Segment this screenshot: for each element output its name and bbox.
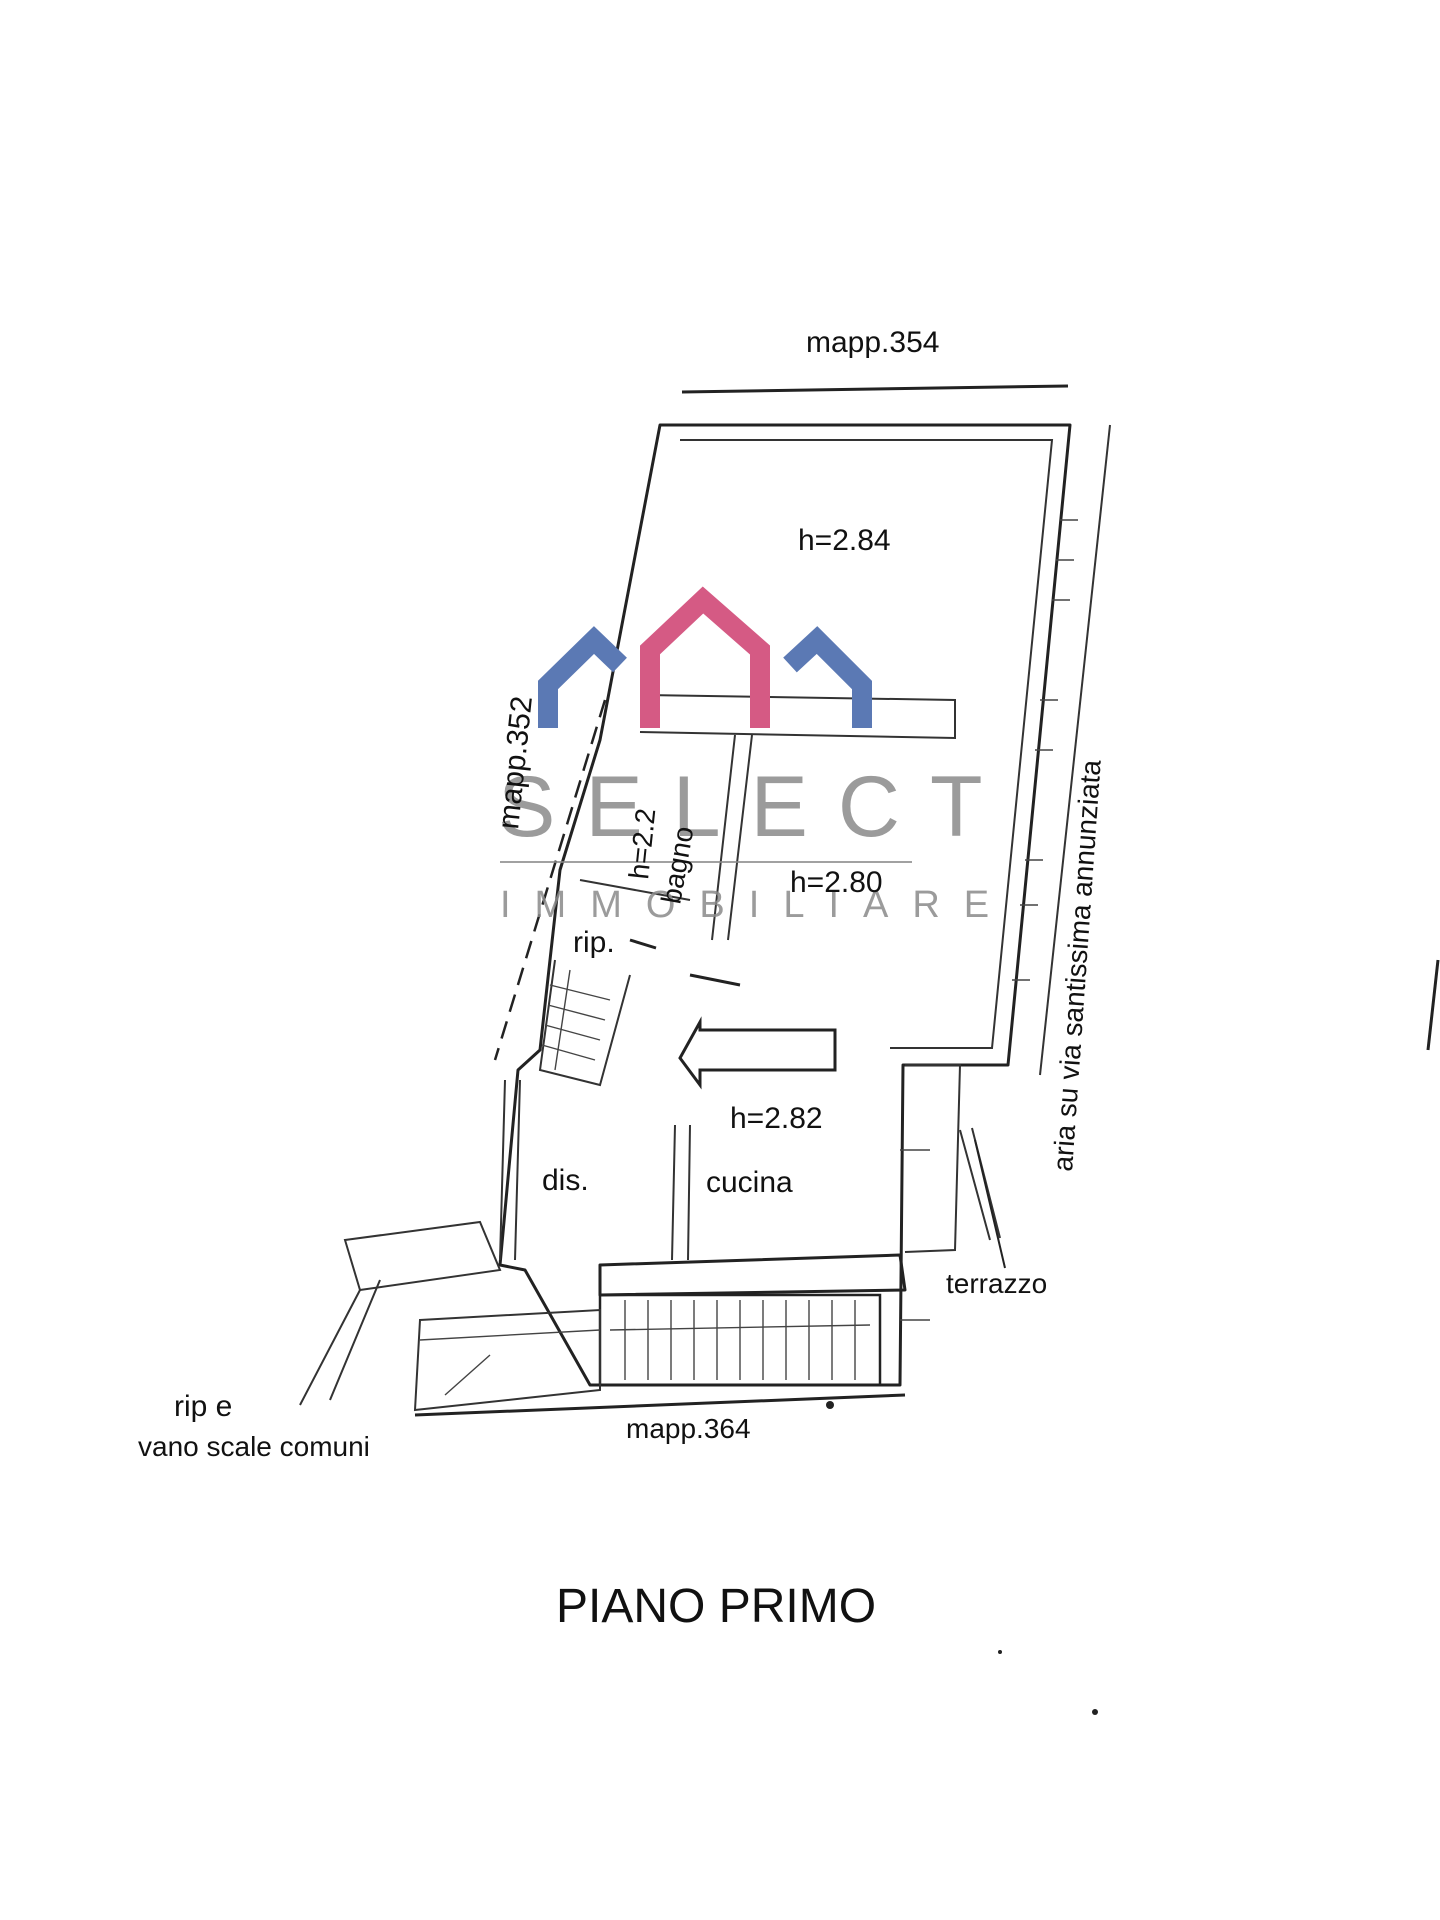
- common-stairs: [598, 1293, 882, 1387]
- label-terrazzo: terrazzo: [946, 1268, 1047, 1299]
- boundary-left: [493, 699, 607, 1061]
- watermark-brand: SELECT: [498, 759, 1013, 855]
- entry-arrow: [678, 1016, 837, 1090]
- inner-wall: [680, 439, 1054, 1049]
- bagno-wall-low: [579, 879, 691, 901]
- margin-dot-2: [1092, 1709, 1098, 1715]
- label-rip-e: rip e: [174, 1390, 232, 1423]
- cucina-wall: [671, 1124, 691, 1261]
- partition-top: [639, 694, 956, 740]
- label-vano-scale: vano scale comuni: [138, 1431, 370, 1462]
- label-mapp-354: mapp.354: [806, 326, 939, 359]
- label-mapp-364: mapp.364: [626, 1413, 751, 1444]
- boundary-bottom: [414, 1393, 906, 1417]
- margin-dot: [826, 1401, 834, 1409]
- label-dis: dis.: [542, 1164, 589, 1197]
- label-h-22: h=2.2: [623, 807, 661, 881]
- label-h-280: h=2.80: [790, 866, 883, 899]
- boundary-top: [681, 384, 1069, 394]
- terrazzo-leader: [974, 1139, 1006, 1269]
- bagno-wall: [711, 734, 753, 941]
- label-h-284: h=2.84: [798, 524, 891, 557]
- margin-dot-3: [998, 1650, 1002, 1654]
- dis-wall: [499, 1079, 521, 1261]
- label-street-side: aria su via santissima annunziata: [1047, 758, 1107, 1172]
- label-h-282: h=2.82: [730, 1102, 823, 1135]
- door-mark-1: [629, 938, 657, 950]
- label-rip: rip.: [573, 926, 615, 959]
- right-wall-hatch: [1012, 519, 1078, 981]
- floor-title: PIANO PRIMO: [556, 1580, 876, 1633]
- watermark-logo: SELECT IMMOBILIARE: [498, 586, 1013, 926]
- door-mark-2: [689, 973, 741, 987]
- common-entry: [299, 1220, 601, 1412]
- margin-fragment: [1426, 959, 1440, 1051]
- watermark-sub: IMMOBILIARE: [500, 884, 1013, 926]
- rip-stair: [538, 959, 631, 1087]
- outer-wall-right: [1039, 424, 1111, 1076]
- outer-wall: [498, 423, 1072, 1387]
- label-cucina: cucina: [706, 1166, 793, 1199]
- landing-wall: [598, 1253, 907, 1297]
